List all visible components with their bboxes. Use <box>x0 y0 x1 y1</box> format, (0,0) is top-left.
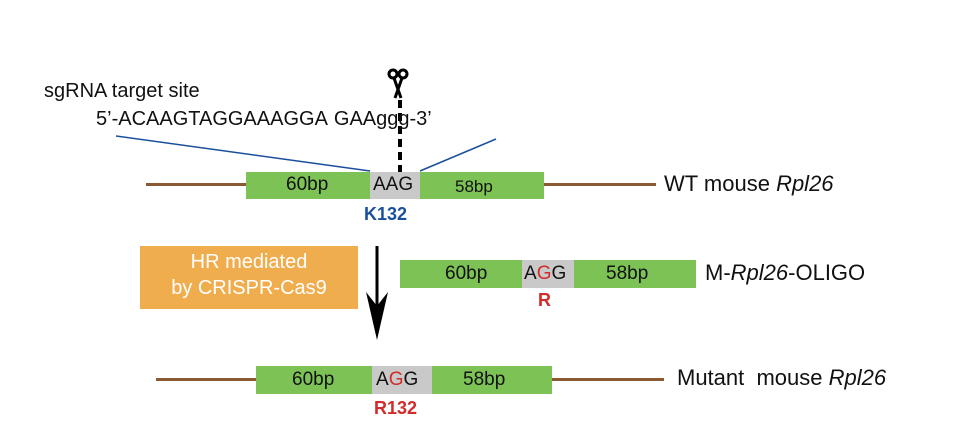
hr-line2: by CRISPR-Cas9 <box>171 277 327 299</box>
wt-name-prefix: WT mouse <box>664 171 777 196</box>
wt-codon-box <box>370 172 420 199</box>
sgrna-sequence-left: 5’-ACAAGTAGGAAAGGA <box>96 108 328 130</box>
mutant-name: Mutant mouse Rpl26 <box>677 365 886 391</box>
mutant-name-prefix: Mutant mouse <box>677 365 829 390</box>
mutant-codon-box <box>372 366 432 394</box>
oligo-codon-box <box>522 260 574 288</box>
wt-name-gene: Rpl26 <box>776 171 834 196</box>
wt-right-bp: 58bp <box>455 177 493 196</box>
mutant-aa-label: R132 <box>374 398 418 418</box>
oligo-codon-g2: G <box>551 263 567 284</box>
hr-mediated-box: HR mediated by CRISPR-Cas9 <box>140 246 358 309</box>
mutant-codon-g2: G <box>403 369 419 390</box>
oligo-aa-label: R <box>538 290 551 310</box>
wt-aa-label: K132 <box>364 204 408 224</box>
sgrna-sequence-right: GAAggg-3’ <box>333 108 432 130</box>
mutant-left-bp: 60bp <box>292 369 335 390</box>
cut-site-dashed-line <box>398 100 402 172</box>
wt-name: WT mouse Rpl26 <box>664 171 834 197</box>
hr-line1: HR mediated <box>190 251 308 273</box>
wt-codon: AAG <box>373 174 414 195</box>
wt-left-bp: 60bp <box>286 174 329 195</box>
mutant-right-arm <box>432 366 552 394</box>
mutant-left-arm <box>256 366 372 394</box>
oligo-codon-g-mutated: G <box>536 263 552 284</box>
oligo-left-bp: 60bp <box>445 263 488 284</box>
wt-right-arm <box>420 172 544 199</box>
oligo-codon-a: A <box>524 263 537 284</box>
oligo-name-suffix: -OLIGO <box>788 260 866 285</box>
oligo-codon: AGG <box>524 263 566 285</box>
sgrna-title: sgRNA target site <box>44 80 200 102</box>
mutant-right-bp: 58bp <box>463 369 506 390</box>
down-arrow-icon <box>366 246 388 340</box>
oligo-right-bp: 58bp <box>606 263 649 284</box>
oligo-name-gene: Rpl26 <box>730 260 789 285</box>
mutant-codon: AGG <box>376 369 418 391</box>
mutant-codon-a: A <box>376 369 389 390</box>
mutant-codon-g-mutated: G <box>388 369 404 390</box>
mutant-name-gene: Rpl26 <box>828 365 887 390</box>
oligo-right-arm <box>574 260 696 288</box>
scissors-icon <box>387 68 409 99</box>
oligo-name: M-Rpl26-OLIGO <box>705 260 865 286</box>
wt-left-arm <box>246 172 370 199</box>
oligo-left-arm <box>400 260 522 288</box>
oligo-name-prefix: M- <box>705 260 731 285</box>
